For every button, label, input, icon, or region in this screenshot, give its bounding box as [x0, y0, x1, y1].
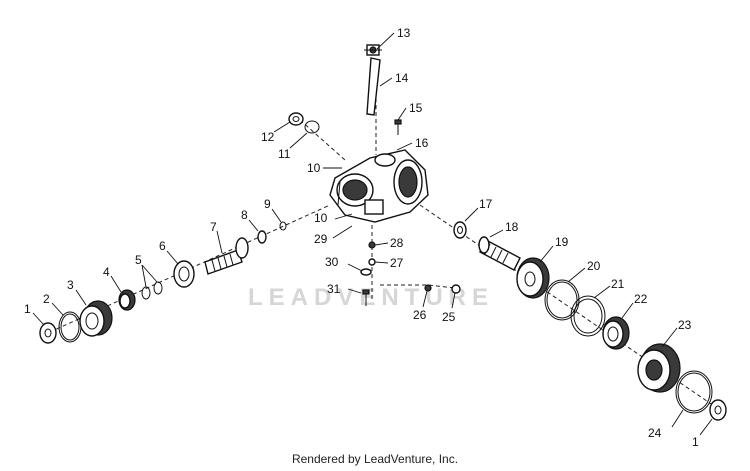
- part-19-gear-flange[interactable]: [516, 257, 550, 299]
- callout-15: 15: [409, 101, 423, 115]
- part-24-o-ring[interactable]: [675, 370, 713, 414]
- callout-19: 19: [555, 235, 569, 249]
- part-9-ring[interactable]: [279, 221, 287, 231]
- watermark: LEADVENTURE: [248, 284, 494, 311]
- part-18-output-shaft[interactable]: [478, 236, 521, 271]
- part-28-fitting[interactable]: [368, 241, 376, 249]
- part-22-bearing[interactable]: [602, 316, 630, 350]
- leader-lines: [32, 32, 713, 436]
- part-13-vent-fitting[interactable]: [364, 44, 382, 56]
- callout-1-left: 1: [24, 302, 31, 316]
- part-14-vent-hose[interactable]: [366, 57, 381, 116]
- callout-28: 28: [390, 236, 404, 250]
- callout-11: 11: [278, 147, 291, 161]
- part-25-plug[interactable]: [451, 284, 461, 294]
- callout-1-right: 1: [692, 435, 699, 449]
- callout-2: 2: [43, 292, 50, 306]
- callout-4: 4: [103, 265, 110, 279]
- part-12-seal[interactable]: [288, 112, 304, 126]
- part-1-washer-right[interactable]: [709, 399, 727, 421]
- callout-20: 20: [587, 259, 601, 273]
- part-20-shim[interactable]: [544, 279, 580, 321]
- part-27-fitting[interactable]: [368, 258, 376, 266]
- callout-8: 8: [241, 208, 248, 222]
- callout-18: 18: [505, 220, 519, 234]
- footer-credit: Rendered by LeadVenture, Inc.: [291, 452, 459, 466]
- callout-5: 5: [135, 253, 142, 267]
- callout-24: 24: [648, 426, 662, 440]
- callout-9: 9: [264, 197, 271, 211]
- callout-10-bottom: 10: [314, 211, 328, 225]
- part-26-fitting[interactable]: [424, 284, 432, 292]
- part-5-snap-rings[interactable]: [141, 281, 163, 300]
- callout-26: 26: [413, 308, 427, 322]
- callout-30: 30: [325, 255, 339, 269]
- part-6-bearing[interactable]: [173, 260, 195, 288]
- part-1-washer-left[interactable]: [39, 322, 57, 344]
- part-21-ring[interactable]: [570, 295, 606, 337]
- part-30-washer[interactable]: [360, 268, 372, 276]
- callout-12: 12: [261, 130, 275, 144]
- part-3-bearing-cap[interactable]: [79, 300, 113, 337]
- callout-29: 29: [314, 232, 328, 246]
- callout-14: 14: [395, 71, 409, 85]
- callout-10-top: 10: [307, 161, 321, 175]
- callout-31: 31: [327, 282, 341, 296]
- part-31-bolt[interactable]: [362, 289, 370, 306]
- assembly-lines: [49, 70, 721, 411]
- part-2-o-ring[interactable]: [58, 311, 82, 343]
- part-11-o-ring[interactable]: [304, 120, 320, 134]
- part-23-bearing-cap[interactable]: [637, 343, 681, 393]
- callout-17: 17: [479, 197, 493, 211]
- callout-25: 25: [442, 310, 456, 324]
- callout-labels: 1 2 3 4 5 6 7 8 9 12 11 13 14 15 16 10 1…: [24, 26, 699, 449]
- part-7-input-shaft[interactable]: [204, 237, 249, 275]
- callout-23: 23: [678, 318, 692, 332]
- callout-16: 16: [415, 136, 429, 150]
- callout-7: 7: [210, 220, 217, 234]
- callout-27: 27: [390, 256, 404, 270]
- callout-22: 22: [634, 292, 648, 306]
- part-8-seal[interactable]: [257, 230, 267, 244]
- callout-21: 21: [611, 277, 625, 291]
- part-15-bolt[interactable]: [394, 119, 402, 135]
- callout-13: 13: [397, 26, 411, 40]
- part-4-bearing[interactable]: [118, 289, 136, 311]
- callout-3: 3: [67, 278, 74, 292]
- part-17-seal[interactable]: [453, 221, 467, 239]
- part-16-gearcase-housing[interactable]: [329, 149, 429, 223]
- callout-6: 6: [159, 239, 166, 253]
